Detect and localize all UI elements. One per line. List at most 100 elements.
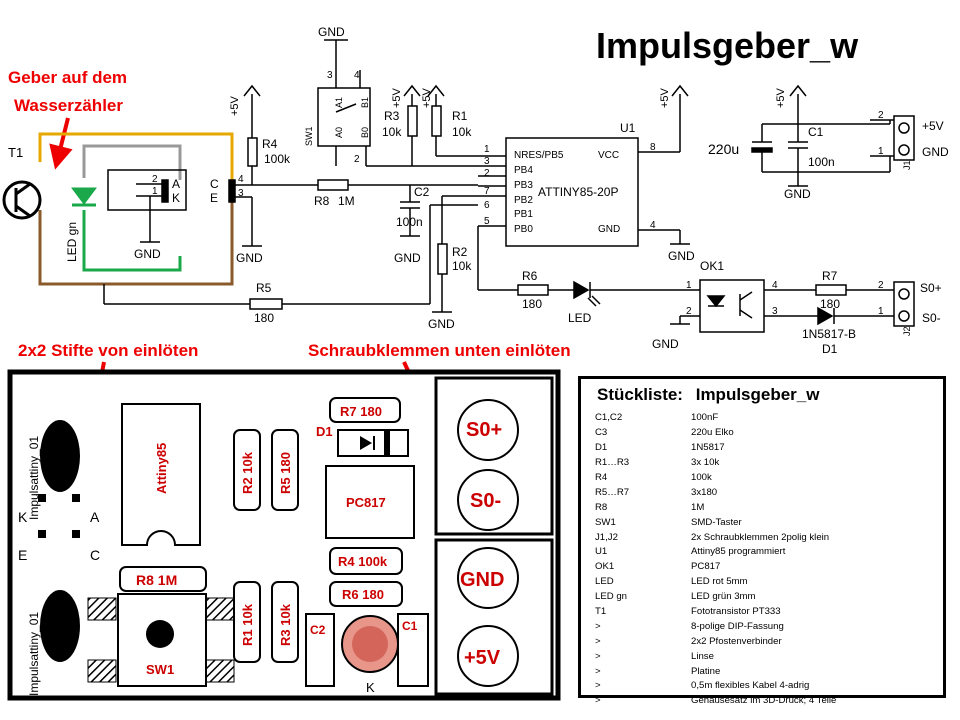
bom-row: >0,5m flexibles Kabel 4-adrig <box>591 679 836 694</box>
c3-value: 220u <box>708 141 739 157</box>
u1-pin-pb4: PB4 <box>514 165 533 176</box>
d1-value: 1N5817-B <box>802 327 856 341</box>
c2-label: C2 <box>414 185 430 199</box>
bom-value: SMD-Taster <box>691 516 742 528</box>
r1-5v-label: +5V <box>421 87 433 108</box>
u1-attiny85-symbol <box>477 84 690 291</box>
r8-value: 1M <box>338 194 355 208</box>
bom-value: 0,5m flexibles Kabel 4-adrig <box>691 680 810 692</box>
bom-value: 2x2 Pfostenverbinder <box>691 635 782 647</box>
r8-resistor <box>317 179 478 191</box>
pcb-side-label-top: Impulsattiny_01 <box>27 436 41 520</box>
pcb-terminal-s0m: S0- <box>470 490 501 512</box>
bom-row: > Platine <box>591 664 836 679</box>
bom-value: 100nF <box>691 412 719 424</box>
ok1-label: OK1 <box>700 259 724 273</box>
bom-value: 220u Elko <box>691 427 734 439</box>
sensor-connector <box>107 169 187 243</box>
pcb-terminal-5v: +5V <box>464 647 501 669</box>
bom-ref: LED <box>595 576 614 588</box>
j1-gnd: GND <box>922 145 949 159</box>
u1-num-3: 3 <box>484 156 490 167</box>
u1-pin-nres: NRES/PB5 <box>514 150 564 161</box>
bom-value: Fototransistor PT333 <box>691 606 781 618</box>
bom-ref: > <box>595 665 601 677</box>
r6-value: 180 <box>522 297 542 311</box>
bom-ref: C1,C2 <box>595 412 623 424</box>
r3-resistor <box>403 84 421 166</box>
bom-row: >Linse <box>591 649 836 664</box>
bom-ref: R5…R7 <box>595 486 630 498</box>
j1-pin-2: 2 <box>878 110 884 121</box>
r7-value: 180 <box>820 297 840 311</box>
bom-row: J1,J2 2x Schraubklemmen 2polig klein <box>591 530 836 545</box>
u1-pin-pb1: PB1 <box>514 209 533 220</box>
r2-value: 10k <box>452 259 472 273</box>
bom-ref: J1,J2 <box>595 531 618 543</box>
u1-num-6: 6 <box>484 200 490 211</box>
bom-value: 100k <box>691 472 712 483</box>
u1-gnd-label: GND <box>668 249 695 263</box>
u1-num-4: 4 <box>650 220 656 231</box>
bom-ref: > <box>595 695 601 707</box>
annotation-geber-line2: Wasserzähler <box>14 96 123 115</box>
u1-pin-gnd: GND <box>598 224 620 235</box>
j2-pin-1: 1 <box>878 306 884 317</box>
r3-value: 10k <box>382 125 402 139</box>
j1-5v: +5V <box>922 119 944 133</box>
r2-label: R2 <box>452 245 468 259</box>
pcb-letter-c: C <box>90 547 100 563</box>
output-circuit <box>517 279 915 333</box>
u1-label: U1 <box>620 121 636 135</box>
pcb-r3: R3 10k <box>278 603 293 646</box>
pcb-r4: R4 100k <box>338 554 388 569</box>
j2-s0m: S0- <box>922 311 941 325</box>
sw1-pin-3: 3 <box>327 70 333 81</box>
u1-part: ATTINY85-20P <box>538 185 618 199</box>
power-5v-label: +5V <box>775 87 787 108</box>
c2-value: 100n <box>396 215 423 229</box>
sw1-b0: B0 <box>360 127 370 138</box>
ce-connector <box>228 179 318 247</box>
page-title: Impulsgeber_w <box>596 25 859 66</box>
power-gnd-label: GND <box>784 187 811 201</box>
r7-label: R7 <box>822 269 838 283</box>
pcb-pc817: PC817 <box>346 495 386 510</box>
bom-ref: > <box>595 620 601 632</box>
sw1-pin-4: 4 <box>354 70 360 81</box>
u1-num-5: 5 <box>484 216 490 227</box>
u1-num-1: 1 <box>484 144 490 155</box>
bom-ref: T1 <box>595 606 607 618</box>
bom-ref: R4 <box>595 472 608 483</box>
pcb-sw1: SW1 <box>146 662 174 677</box>
sw1-pin-2: 2 <box>354 154 360 165</box>
bom-value: Platine <box>691 665 721 677</box>
sw1-switch <box>317 39 478 167</box>
sensor-cable-frame <box>38 132 234 286</box>
r8-label: R8 <box>314 194 330 208</box>
led-gn-label: LED gn <box>65 222 79 262</box>
annotation-geber-arrow <box>49 117 73 170</box>
annotation-geber-line1: Geber auf dem <box>8 68 127 87</box>
bom-value: 1N5817 <box>691 442 725 454</box>
c1-label: C1 <box>808 125 824 139</box>
bom-value: 2x Schraubklemmen 2polig klein <box>691 531 830 543</box>
r4-label: R4 <box>262 137 278 151</box>
ok1-pin-2: 2 <box>686 306 692 317</box>
ok1-pin-1: 1 <box>686 280 692 291</box>
r4-5v-label: +5V <box>229 95 241 116</box>
r4-resistor <box>243 84 261 185</box>
bom-title-label: Stückliste: <box>597 385 683 404</box>
led-label: LED <box>568 311 592 325</box>
j2-label: J2 <box>902 326 912 336</box>
bom-ref: > <box>595 650 601 662</box>
sw1-gnd-label: GND <box>318 25 345 39</box>
power-block <box>751 84 915 187</box>
